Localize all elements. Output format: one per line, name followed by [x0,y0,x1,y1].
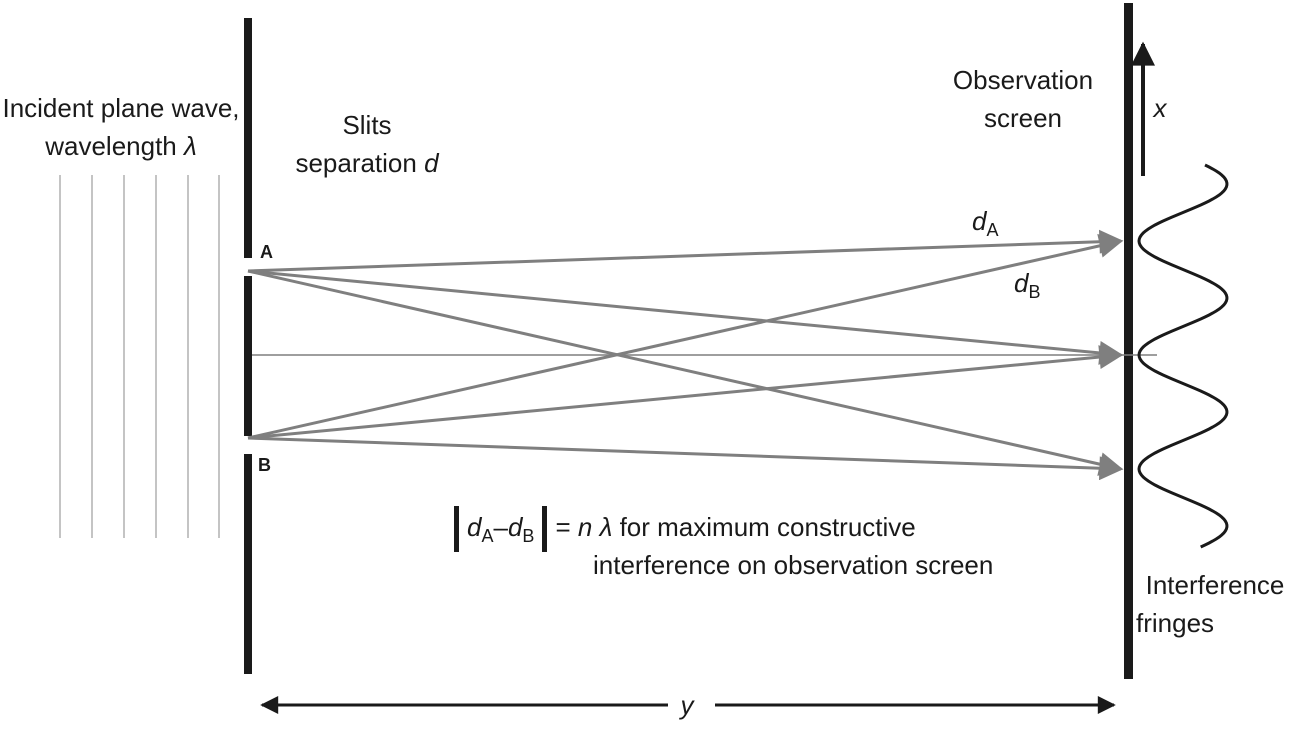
screen-line1: Observation [952,65,1094,95]
wavefronts [59,175,220,538]
slit-b-label: B [258,455,271,475]
formula-da-var: d [467,511,482,542]
formula-db-var: d [507,511,523,542]
formula-equals: = [555,511,578,542]
path-a-label: dA [972,202,998,249]
slits-label: Slits separation d [272,106,462,182]
rays [247,229,1124,481]
observation-screen [1124,3,1133,679]
x-axis-label: x [1153,93,1167,123]
slit-a-label: A [260,242,273,262]
fringe-wave [1137,163,1229,549]
incident-wave-prefix: wavelength [45,131,184,161]
abs-bar-left [454,506,459,552]
slits-line1: Slits [342,110,392,140]
formula-lambda: λ [599,511,613,542]
ray-b-bottom [247,436,1124,481]
slit-barrier [244,18,252,674]
ray-a-top [247,229,1124,273]
incident-wave-line2: wavelength λ [0,127,242,165]
ray-a-center [247,269,1124,365]
observation-screen-label: Observation screen [928,61,1118,137]
path-a-sub: A [986,220,999,240]
ray-b-center [247,345,1124,440]
path-b-sub: B [1028,282,1041,302]
formula-line2: interference on observation screen [593,550,994,580]
screen-line2: screen [983,103,1063,133]
y-axis-label: y [672,686,702,724]
path-b-var: d [1014,268,1029,298]
formula-rest: for maximum constructive [612,511,916,542]
fringes-line2: fringes [1136,608,1215,638]
incident-wave-line1: Incident plane wave, [2,93,240,123]
formula-n: n [577,511,593,542]
formula-da-sub: A [481,525,494,546]
incident-wave-label: Incident plane wave, wavelength λ [0,89,242,165]
barrier-bottom [244,454,252,674]
ray-a-bottom [247,269,1124,476]
barrier-middle [244,276,252,436]
barrier-top [244,18,252,258]
formula: dA–dB= n λ for maximum constructive [446,506,916,555]
slits-line2: separation d [272,144,462,182]
formula-minus: – [493,511,508,542]
path-a-var: d [972,206,987,236]
formula-db-sub: B [522,525,535,546]
lambda-symbol: λ [183,131,197,161]
path-b-label: dB [1014,264,1040,311]
abs-bar-right [542,506,548,552]
slits-prefix: separation [295,148,425,178]
d-symbol: d [424,148,439,178]
fringes-label: Interference fringes [1130,566,1300,642]
ray-b-top [247,234,1124,440]
fringes-line1: Interference [1145,570,1285,600]
